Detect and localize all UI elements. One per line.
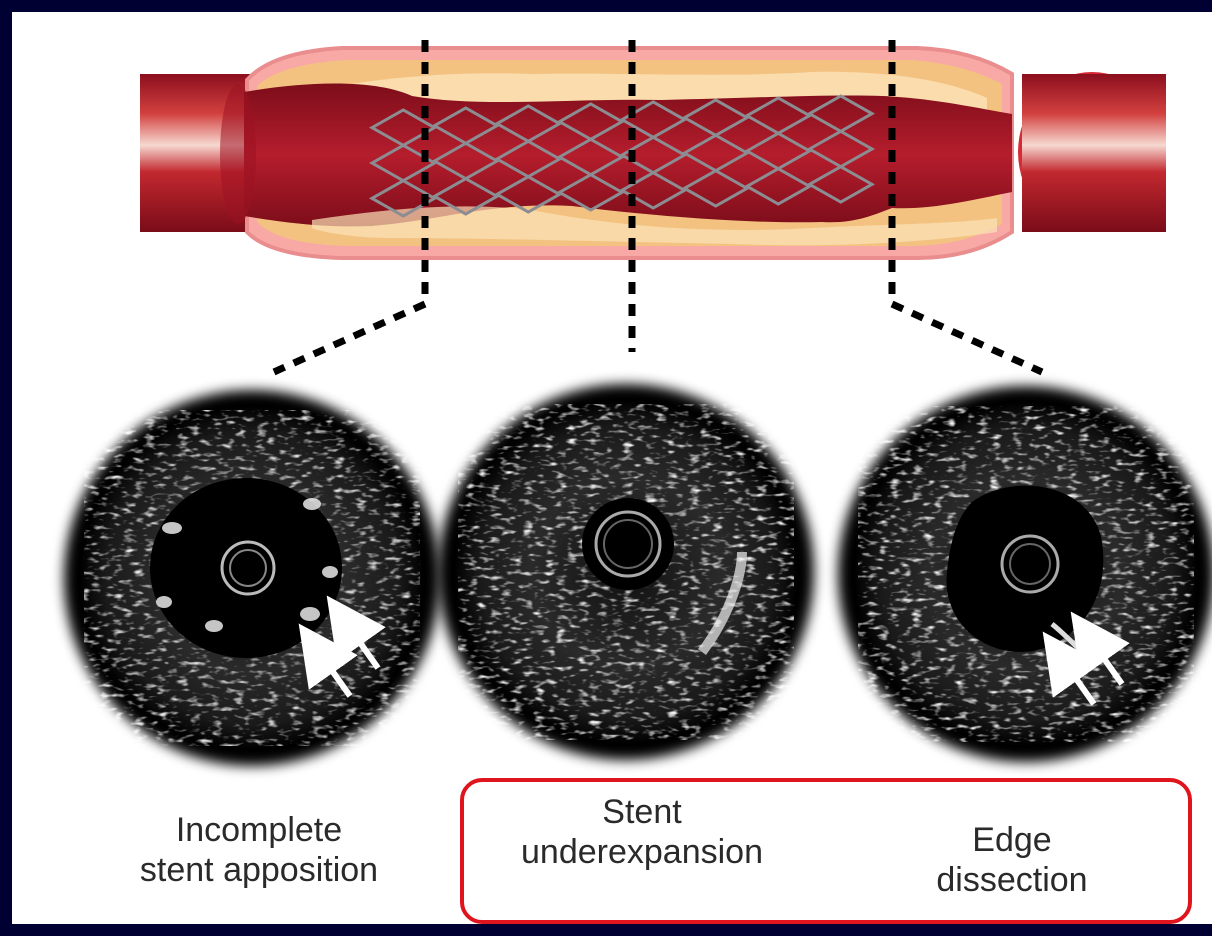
ivus-image-underexpansion [438,384,814,760]
ivus-image-incomplete-apposition [64,390,440,766]
guide-line-right-diagonal [892,304,1042,372]
vessel-lumen [244,84,1012,227]
caption-edge-dissection: Edge dissection [872,820,1152,900]
caption-underexpansion: Stent underexpansion [482,792,802,872]
caption-incomplete-apposition: Incomplete stent apposition [94,810,424,890]
diagram-slide: Incomplete stent apposition Stent undere… [12,12,1212,924]
ivus-image-edge-dissection [838,386,1212,762]
artery-left-opening [220,84,256,224]
guide-line-left-diagonal [274,304,425,372]
artery-illustration [140,48,1166,258]
artery-right-segment [1022,74,1166,232]
